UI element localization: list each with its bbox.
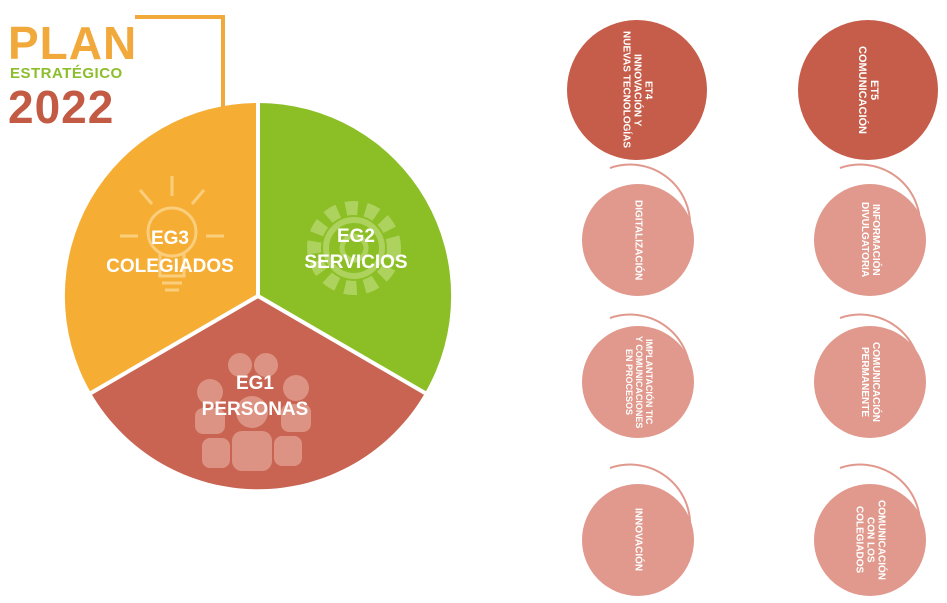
lightbulb-icon xyxy=(120,176,224,292)
logo-frame xyxy=(135,15,225,107)
logo-year-text: 2022 xyxy=(8,81,115,133)
eg1-code: EG1 xyxy=(236,373,274,394)
et4-item-circle xyxy=(582,463,694,596)
et5-item-text: COMUNICACIÓN CON LOS COLEGIADOS xyxy=(853,500,887,580)
eg2-label: SERVICIOS xyxy=(304,252,407,273)
people-icon xyxy=(195,353,311,471)
et4-item-text: DIGITALIZACIÓN xyxy=(632,199,644,281)
pie-divider xyxy=(256,294,427,395)
et5-header-circle xyxy=(798,20,938,160)
et5-item-text: INFORMACIÓN DIVULGATORIA xyxy=(859,202,881,278)
logo-plan-text: PLAN xyxy=(8,17,138,69)
et5-header-text: ET5 COMUNICACIÓN xyxy=(856,46,881,134)
eg1-label: PERSONAS xyxy=(202,399,309,420)
eg3-code: EG3 xyxy=(151,228,189,249)
eg3-label: COLEGIADOS xyxy=(106,256,234,277)
et4-header-circle xyxy=(567,20,707,160)
segment-eg1 xyxy=(91,296,425,490)
gear-icon xyxy=(307,201,401,295)
plan-logo: PLAN ESTRATÉGICO 2022 xyxy=(0,0,240,140)
et4-item-text: IMPLANTACIÓN TIC Y COMUNICACIONES EN PRO… xyxy=(624,335,654,429)
et5-item-text: COMUNICACIÓN PERMANENTE xyxy=(859,342,881,422)
et5-item-circle xyxy=(814,463,926,596)
logo-subtitle-text: ESTRATÉGICO xyxy=(10,65,123,82)
eg2-code: EG2 xyxy=(337,226,375,247)
pie-divider xyxy=(89,294,260,395)
et5-item-circle xyxy=(814,313,926,438)
et4-header-text: ET4 INNOVACIÓN Y NUEVAS TECNOLOGÍAS xyxy=(620,31,654,149)
et4-item-text: INNOVACIÓN xyxy=(632,508,644,572)
et5-item-circle xyxy=(814,163,926,296)
et4-item-circle xyxy=(582,313,694,438)
segment-eg3 xyxy=(64,102,258,394)
et4-item-circle xyxy=(582,163,694,296)
